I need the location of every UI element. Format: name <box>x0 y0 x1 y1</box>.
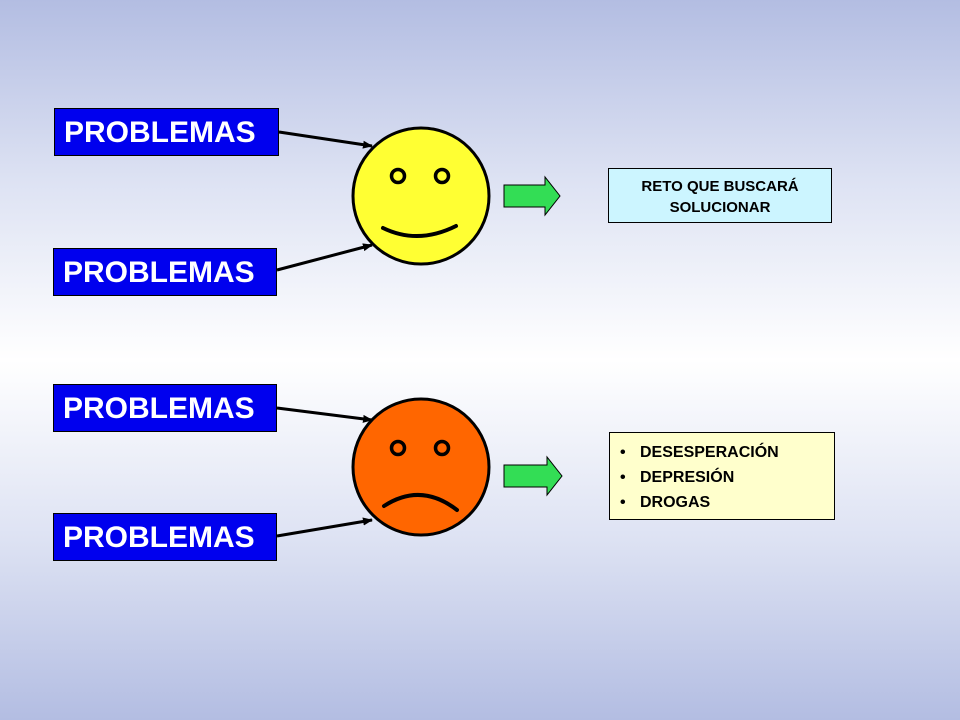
effects-list: DESESPERACIÓN DEPRESIÓN DROGAS <box>610 440 834 515</box>
right-block-arrow-icon <box>503 175 561 217</box>
sad-face-icon <box>351 397 491 537</box>
smiley-face-icon <box>351 126 491 266</box>
problem-box-1: PROBLEMAS <box>54 108 279 156</box>
problem-box-2: PROBLEMAS <box>53 248 277 296</box>
problem-box-4: PROBLEMAS <box>53 513 277 561</box>
problem-label-2: PROBLEMAS <box>63 256 255 289</box>
challenge-line-1: RETO QUE BUSCARÁ <box>641 178 799 195</box>
challenge-line-2: SOLUCIONAR <box>669 199 771 216</box>
effect-item-desesperacion: DESESPERACIÓN <box>620 440 834 465</box>
problem-box-3: PROBLEMAS <box>53 384 277 432</box>
right-block-arrow-icon <box>503 455 563 497</box>
connector-arrow-4 <box>276 517 373 538</box>
connector-arrow-3 <box>276 406 373 423</box>
effect-item-drogas: DROGAS <box>620 490 834 515</box>
connector-arrow-2 <box>276 243 373 272</box>
challenge-box: RETO QUE BUSCARÁ SOLUCIONAR <box>608 168 832 223</box>
problem-label-1: PROBLEMAS <box>64 116 256 149</box>
effects-box: DESESPERACIÓN DEPRESIÓN DROGAS <box>609 432 835 520</box>
problem-label-4: PROBLEMAS <box>63 521 255 554</box>
problem-label-3: PROBLEMAS <box>63 392 255 425</box>
effect-item-depresion: DEPRESIÓN <box>620 465 834 490</box>
connector-arrow-1 <box>278 130 373 149</box>
